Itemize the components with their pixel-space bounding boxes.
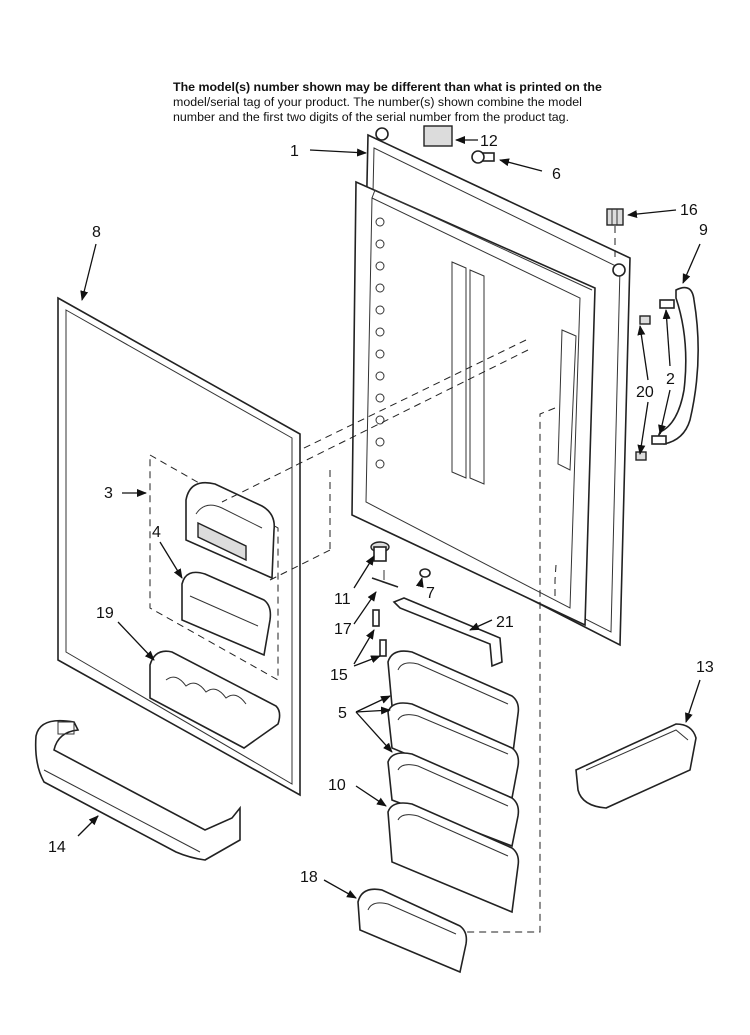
screw-15 xyxy=(372,609,387,657)
leader-5c xyxy=(355,711,393,753)
leader-lines xyxy=(77,136,701,899)
door-bin-5a xyxy=(387,650,520,762)
callout-20: 20 xyxy=(636,384,654,401)
hinge-cam xyxy=(370,541,390,562)
leader-1 xyxy=(309,148,367,157)
snack-bin xyxy=(575,723,697,809)
bin-bracket-lines xyxy=(466,407,557,933)
disclaimer-line-1: The model(s) number shown may be differe… xyxy=(173,80,602,94)
leader-16 xyxy=(627,209,677,219)
small-door-bin xyxy=(357,888,468,974)
door-pin xyxy=(419,568,431,578)
callout-17: 17 xyxy=(334,621,352,638)
leader-20b xyxy=(637,401,649,455)
frame-rib xyxy=(451,261,485,485)
disclaimer-note: The model(s) number shown may be differe… xyxy=(173,80,653,125)
callout-18: 18 xyxy=(300,869,318,886)
callout-11: 11 xyxy=(334,591,351,608)
dairy-bin xyxy=(181,571,272,657)
leader-5b xyxy=(355,706,391,715)
leader-4 xyxy=(159,541,183,579)
dairy-door xyxy=(185,481,276,580)
leader-11 xyxy=(353,555,375,589)
door-bin-5c xyxy=(387,752,520,848)
callout-labels: 1 12 6 16 9 8 3 4 19 14 11 7 17 15 21 5 … xyxy=(48,133,714,886)
leader-13 xyxy=(685,679,701,723)
leader-19 xyxy=(117,621,155,661)
washer xyxy=(371,570,399,588)
callout-21: 21 xyxy=(496,614,514,631)
callout-1: 1 xyxy=(290,143,299,160)
leader-14 xyxy=(77,815,99,837)
callout-16: 16 xyxy=(680,202,698,219)
callout-15: 15 xyxy=(330,667,348,684)
large-door-bin xyxy=(387,802,520,914)
callout-6: 6 xyxy=(552,166,561,183)
leader-15a xyxy=(353,629,375,665)
handle-studs xyxy=(635,299,675,461)
leader-2b xyxy=(658,389,671,435)
leader-20a xyxy=(637,325,649,381)
callout-10: 10 xyxy=(328,777,346,794)
door-frame xyxy=(351,127,631,647)
disclaimer-line-2: model/serial tag of your product. The nu… xyxy=(173,95,582,109)
disclaimer-line-3: number and the first two digits of the s… xyxy=(173,110,570,124)
callout-5: 5 xyxy=(338,705,347,722)
callout-12: 12 xyxy=(480,133,498,150)
leader-10 xyxy=(355,785,387,807)
egg-tray xyxy=(149,650,281,749)
callout-2: 2 xyxy=(666,371,675,388)
leader-5a xyxy=(355,695,391,713)
door-handle xyxy=(657,286,699,445)
leader-6 xyxy=(499,158,543,172)
hinge-bushing xyxy=(606,208,624,260)
alignment-lines xyxy=(221,339,529,581)
leader-17 xyxy=(353,591,377,625)
shelf-clip-column xyxy=(375,217,385,469)
door-bin-5b xyxy=(387,702,520,800)
callout-3: 3 xyxy=(104,485,113,502)
callout-9: 9 xyxy=(699,222,708,239)
leader-2a xyxy=(662,309,671,367)
door-liner-panel xyxy=(57,296,301,797)
leader-15b xyxy=(353,655,381,667)
callout-8: 8 xyxy=(92,224,101,241)
callout-7: 7 xyxy=(426,585,435,602)
leader-9 xyxy=(682,243,701,284)
serial-tag xyxy=(423,125,453,147)
shelf-bracket xyxy=(392,597,503,668)
leader-21 xyxy=(469,619,493,631)
callout-13: 13 xyxy=(696,659,714,676)
leader-8 xyxy=(80,243,97,301)
callout-4: 4 xyxy=(152,524,161,541)
leader-7 xyxy=(415,577,424,588)
leader-18 xyxy=(323,879,357,899)
callout-14: 14 xyxy=(48,839,66,856)
door-bar xyxy=(34,719,241,861)
callout-19: 19 xyxy=(96,605,114,622)
screw-6 xyxy=(471,150,495,164)
